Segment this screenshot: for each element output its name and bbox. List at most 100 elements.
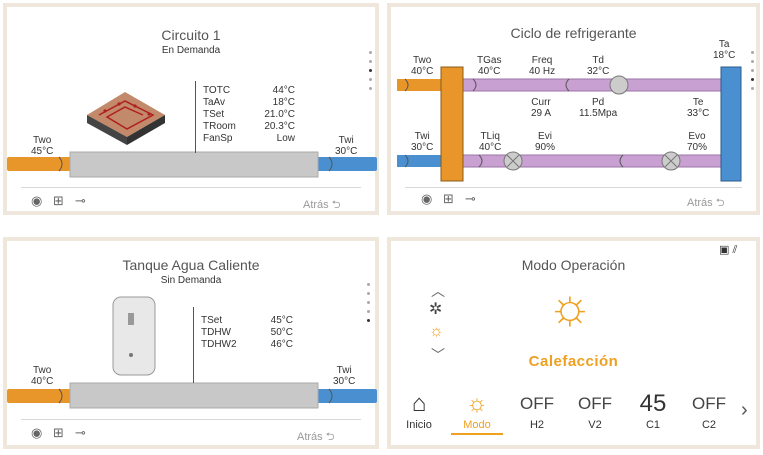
grid-icon[interactable]: ⊞: [53, 425, 64, 440]
refrigerant-top-line: [460, 78, 734, 92]
chevron-down-icon[interactable]: ﹀: [431, 347, 445, 363]
back-button[interactable]: Atrás ⮌: [687, 197, 725, 209]
wrench-icon[interactable]: ⊸: [465, 191, 476, 206]
sun-large-icon: ☼: [547, 278, 593, 334]
bottom-nav: ⌂ Inicio ☼ Modo OFF H2 OFF V2 45 C1 OFF …: [393, 389, 737, 445]
nav-value: OFF: [578, 394, 612, 413]
compressor-icon: [609, 75, 629, 95]
sun-icon: ☼: [466, 390, 488, 417]
mode-icon[interactable]: ◉: [421, 191, 433, 206]
mode-icon[interactable]: ◉: [31, 193, 43, 208]
refrigerant-diagram: [397, 66, 742, 182]
nav-value: 45: [639, 390, 667, 417]
nav-label: H2: [529, 419, 545, 431]
nav-c2[interactable]: OFF C2: [683, 389, 735, 431]
footer-divider: [405, 187, 742, 188]
home-icon: ⌂: [411, 390, 427, 417]
cold-pipe: [397, 155, 447, 167]
cold-pipe: [313, 389, 377, 403]
wrench-icon[interactable]: ⊸: [75, 193, 86, 208]
mode-label: Calefacción: [528, 353, 619, 370]
tank-diagram: [7, 296, 377, 409]
panel-title: Circuito 1: [161, 27, 221, 43]
nav-label: Modo: [463, 419, 491, 431]
nav-inicio[interactable]: ⌂ Inicio: [393, 389, 445, 431]
nav-modo[interactable]: ☼ Modo: [451, 389, 503, 435]
status-icons: ▣ ⫽: [719, 244, 738, 256]
grid-icon[interactable]: ⊞: [443, 191, 454, 206]
panel-title: Ciclo de refrigerante: [510, 25, 637, 41]
nav-label: C2: [701, 419, 717, 431]
circuit-diagram: [7, 92, 377, 178]
cold-pipe: [313, 157, 377, 171]
hot-exchanger: [440, 66, 464, 182]
nav-label: Inicio: [406, 419, 432, 431]
chevron-right-icon[interactable]: ›: [741, 399, 748, 421]
page-indicator: [751, 51, 755, 96]
hot-pipe: [7, 389, 77, 403]
mode-icon[interactable]: ◉: [31, 425, 43, 440]
water-tank-icon: [112, 296, 156, 376]
nav-value: OFF: [520, 394, 554, 413]
nav-label: C1: [645, 419, 661, 431]
sun-small-icon[interactable]: ☼: [429, 323, 444, 340]
nav-label: V2: [588, 419, 602, 431]
back-button[interactable]: Atrás ⮌: [303, 199, 341, 211]
page-indicator: [369, 51, 373, 96]
nav-c1[interactable]: 45 C1: [627, 389, 679, 431]
back-button[interactable]: Atrás ⮌: [297, 431, 335, 443]
panel-modo-operacion: ▣ ⫽ Modo Operación ︿ ✲ ☼ ﹀ ☼ Calefacción…: [387, 237, 760, 449]
nav-v2[interactable]: OFF V2: [569, 389, 621, 431]
nav-value: OFF: [692, 394, 726, 413]
footer-divider: [21, 187, 361, 188]
panel-subtitle: En Demanda: [161, 45, 221, 56]
grid-icon[interactable]: ⊞: [53, 193, 64, 208]
hot-pipe: [397, 79, 447, 91]
floor-heating-icon: [87, 92, 165, 145]
panel-title: Tanque Agua Caliente: [122, 257, 260, 273]
cold-exchanger: [720, 66, 742, 182]
wrench-icon[interactable]: ⊸: [75, 425, 86, 440]
refrigerant-bottom-line: [460, 154, 734, 168]
snowflake-icon[interactable]: ✲: [429, 301, 443, 318]
page-indicator: [367, 283, 371, 328]
divider-line: [195, 81, 196, 153]
gray-pipe: [69, 151, 319, 178]
panel-subtitle: Sin Demanda: [160, 275, 222, 286]
nav-h2[interactable]: OFF H2: [511, 389, 563, 431]
divider-line: [193, 307, 194, 383]
gray-pipe: [69, 382, 319, 409]
chevron-up-icon[interactable]: ︿: [431, 283, 445, 299]
footer-divider: [21, 419, 361, 420]
hot-pipe: [7, 157, 77, 171]
